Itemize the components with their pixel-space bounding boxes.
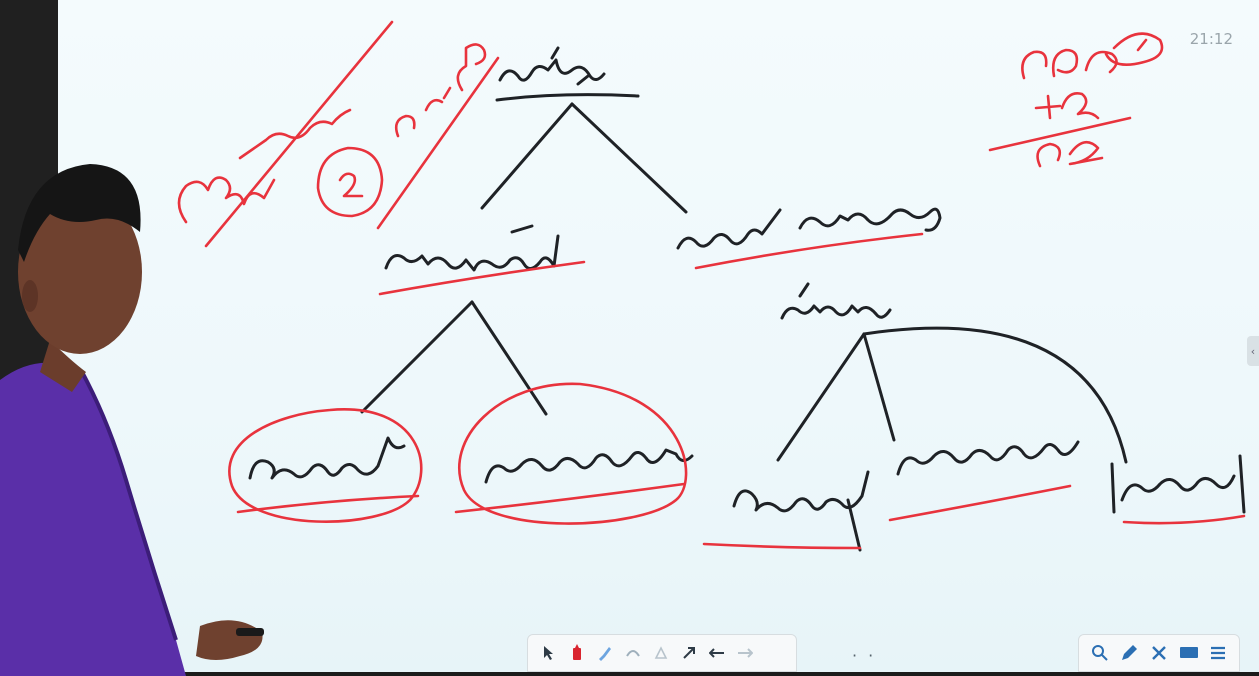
ink-word-sandhi-right (780, 282, 892, 320)
ink-red-underline-bangla (378, 260, 586, 296)
pen-icon[interactable] (566, 642, 588, 664)
handwriting-layer (177, 20, 1246, 552)
ink-left-sub-right (470, 300, 548, 416)
ink-red-underline-swara-left (236, 494, 420, 514)
undo-icon[interactable] (706, 642, 728, 664)
arrow-icon[interactable] (678, 642, 700, 664)
ink-word-byanjanasandhi-left (484, 448, 694, 484)
presenter-head (18, 190, 142, 354)
ink-right-sub-right (862, 326, 1128, 464)
system-tray (1078, 634, 1240, 672)
ink-red-underline-bisarga (1122, 514, 1246, 525)
ink-word-bangla-sandhi (384, 224, 560, 272)
ink-word-swarasandhi-right (732, 470, 870, 552)
ink-red-circle-2 (316, 146, 384, 218)
eraser-icon[interactable] (622, 642, 644, 664)
ink-red-note-a (177, 108, 352, 224)
presenter-shirt (0, 362, 186, 676)
ink-top-underline (495, 93, 640, 102)
ink-word-swarasandhi-left (248, 436, 406, 480)
whiteboard-canvas[interactable]: 21:12 (58, 0, 1259, 672)
tools-icon[interactable] (1148, 642, 1170, 664)
ink-left-sub-left (360, 300, 474, 414)
ink-tree-left-branch (480, 102, 574, 210)
zoom-icon[interactable] (1089, 642, 1111, 664)
ink-red-underline-swara-right (702, 542, 862, 550)
ink-red-underline-byanjana-left (454, 482, 686, 514)
ink-red-slash-a (204, 20, 394, 248)
shape-icon[interactable] (650, 642, 672, 664)
menu-icon[interactable] (1207, 642, 1229, 664)
ink-word-tatsama (676, 207, 942, 250)
side-panel-tab[interactable]: ‹ (1247, 336, 1259, 366)
ink-red-ellipse-byanjana (458, 382, 688, 525)
ink-red-ellipse-swara (228, 408, 423, 523)
pen-tray-icon[interactable] (1118, 642, 1140, 664)
ink-red-underline-tatsama (694, 232, 924, 270)
presenter-hand (196, 620, 263, 660)
ink-word-byanjanasandhi-right (896, 440, 1080, 476)
screen-icon[interactable] (1178, 642, 1200, 664)
ink-tree-right-branch (570, 102, 688, 214)
ink-red-underline-byanjana-right (888, 484, 1072, 522)
more-options[interactable]: · · (852, 646, 877, 665)
highlighter-icon[interactable] (594, 642, 616, 664)
ink-red-math (988, 32, 1164, 168)
ink-top-word (498, 46, 606, 86)
presenter (0, 164, 264, 676)
ink-red-slash-b (376, 56, 500, 230)
clock: 21:12 (1189, 30, 1233, 48)
annotation-toolbar (527, 634, 797, 672)
ink-right-sub-left (776, 332, 866, 462)
pointer-icon[interactable] (538, 642, 560, 664)
ink-right-sub-mid (862, 332, 896, 442)
ink-red-note-b (394, 43, 487, 138)
redo-icon[interactable] (734, 642, 756, 664)
marker (236, 628, 264, 636)
ink-word-bisargasandhi (1110, 454, 1246, 514)
